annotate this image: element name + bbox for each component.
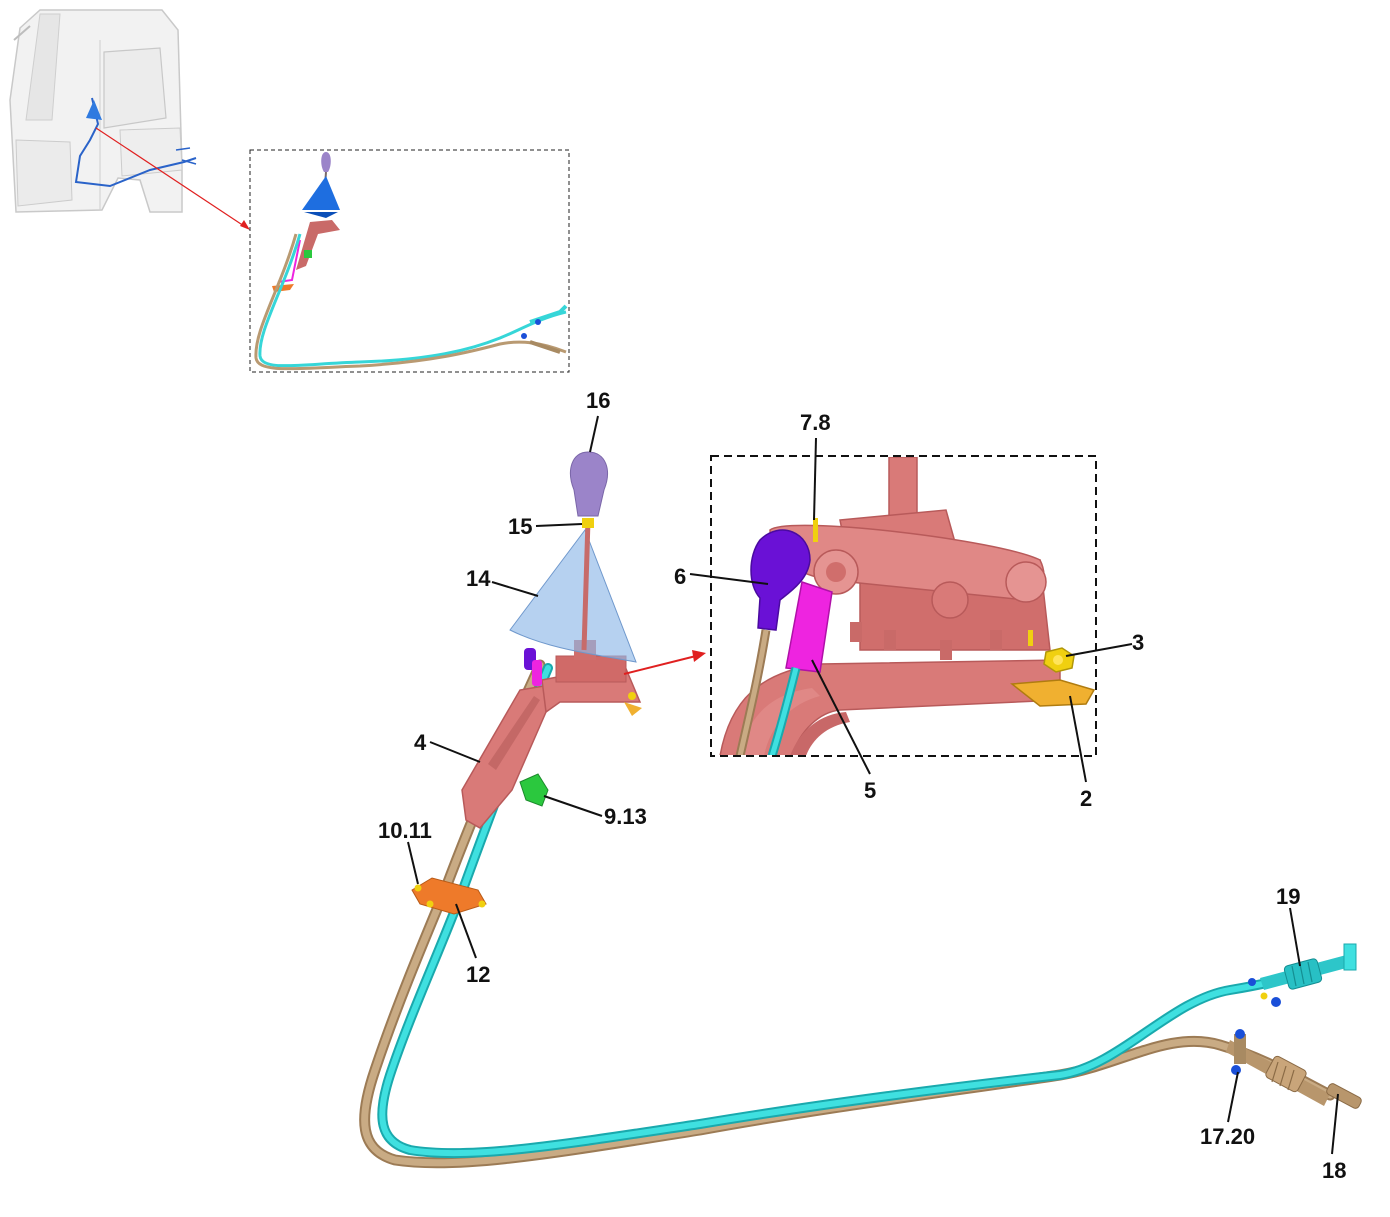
leader-78: [813, 437, 817, 521]
leader-14: [491, 581, 539, 597]
leader-1720: [1227, 1071, 1239, 1123]
callout-15: 15: [508, 514, 532, 539]
shift-bracket-icon: [461, 640, 642, 829]
callout-18: 18: [1322, 1158, 1346, 1183]
leader-2: [1069, 695, 1087, 783]
leader-19: [1289, 907, 1301, 967]
leader-1011: [407, 841, 419, 885]
detail-arrow: [623, 654, 701, 675]
leader-3: [1065, 643, 1133, 657]
leader-15: [535, 523, 583, 527]
callout-3: 3: [1132, 630, 1144, 655]
gear-knob-icon: [570, 451, 608, 517]
callout-2: 2: [1080, 786, 1092, 811]
detail-inset: [710, 455, 1097, 757]
yellow-collar: [582, 518, 594, 528]
callout-5: 5: [864, 778, 876, 803]
callout-16: 16: [586, 388, 610, 413]
callout-1720: 17.20: [1200, 1124, 1255, 1149]
callout-913: 9.13: [604, 804, 647, 829]
leader-6: [689, 573, 769, 585]
pointer-arrow: [95, 127, 245, 227]
callout-14: 14: [466, 566, 491, 591]
detail-arrowhead: [692, 650, 706, 662]
truck-cab-icon: [9, 9, 197, 213]
gear-boot-icon: [509, 528, 637, 663]
callout-4: 4: [414, 730, 427, 755]
callout-12: 12: [466, 962, 490, 987]
leader-4: [429, 741, 481, 763]
leader-5: [811, 659, 871, 775]
leader-18: [1331, 1093, 1339, 1155]
callout-6: 6: [674, 564, 686, 589]
gear-lever-shaft: [581, 519, 591, 651]
green-clip: [519, 773, 549, 807]
overview-inset: [249, 149, 570, 373]
leader-16: [589, 415, 599, 453]
callout-1011: 10.11: [378, 818, 432, 843]
pointer-arrowhead: [240, 220, 250, 230]
callout-19: 19: [1276, 884, 1300, 909]
cable-end-tan: [1226, 1029, 1362, 1109]
leader-913: [543, 795, 603, 817]
cable-end-magenta-small: [532, 660, 542, 686]
leader-12: [455, 903, 477, 959]
orange-plate: [411, 877, 487, 915]
cable-end-cyan: [1248, 943, 1357, 1007]
callout-78: 7.8: [800, 410, 831, 435]
